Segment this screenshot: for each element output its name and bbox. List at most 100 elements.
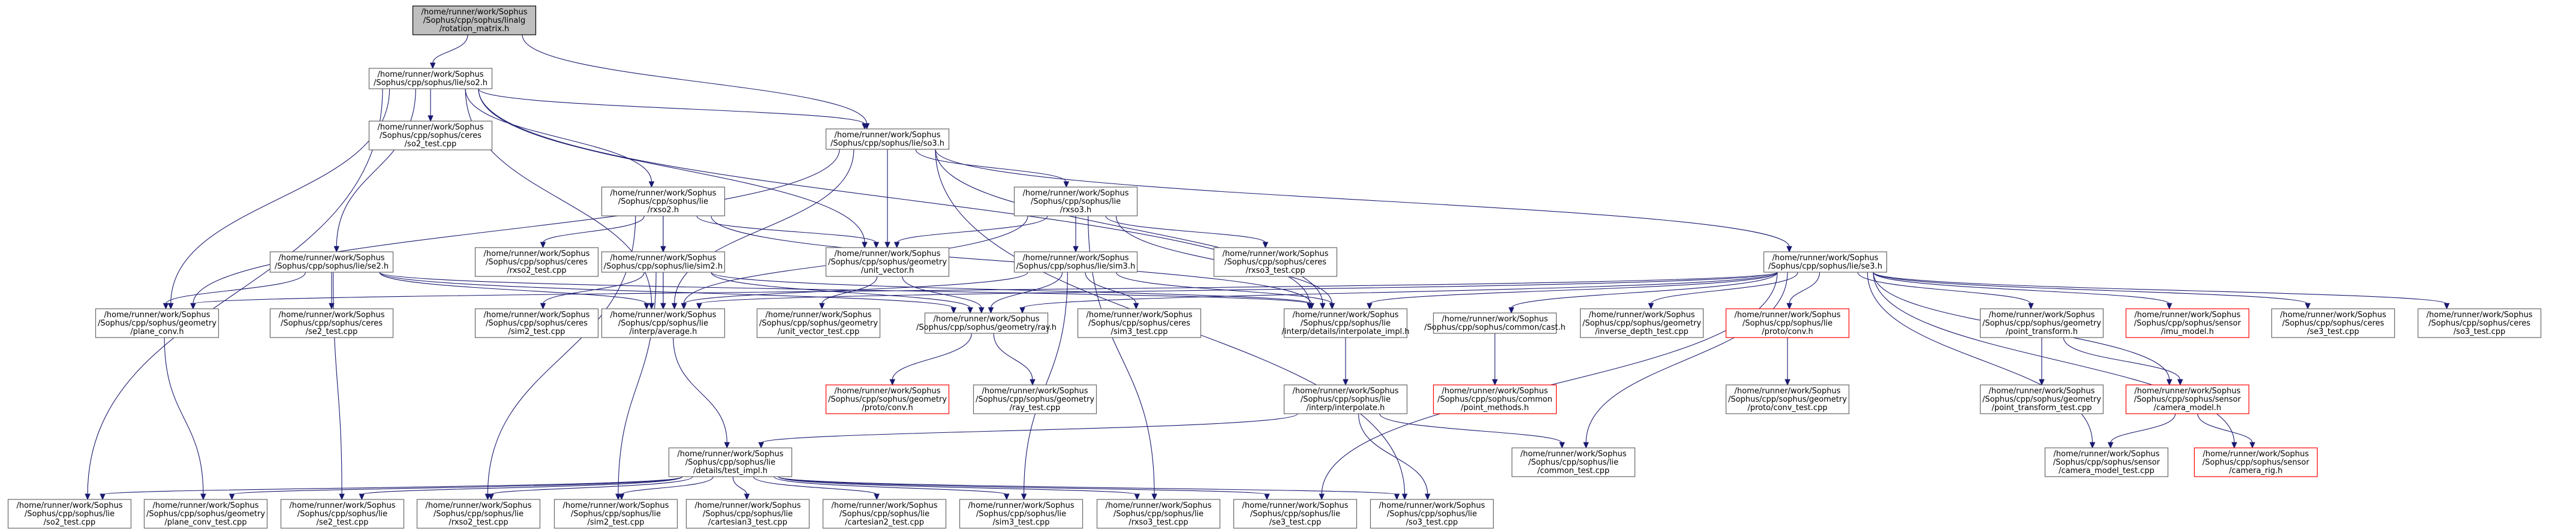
node-ceres-rxso3-test[interactable]: /home/runner/work/Sophus/Sophus/cpp/soph… xyxy=(1213,247,1338,277)
node-geom-point-transform-test[interactable]: /home/runner/work/Sophus/Sophus/cpp/soph… xyxy=(1979,384,2104,414)
node-interp-impl-h[interactable]: /home/runner/work/Sophus/Sophus/cpp/soph… xyxy=(1281,308,1410,338)
node-lie-proto-conv-h[interactable]: /home/runner/work/Sophus/Sophus/cpp/soph… xyxy=(1725,308,1850,338)
node-label-line: /home/runner/work/Sophus xyxy=(2135,387,2241,396)
node-lie-rxso3-test[interactable]: /home/runner/work/Sophus/Sophus/cpp/soph… xyxy=(1096,499,1221,529)
edge-se3-h-to-ceres-so3-test xyxy=(1873,272,2447,305)
node-lie-cartesian2-test[interactable]: /home/runner/work/Sophus/Sophus/cpp/soph… xyxy=(822,499,947,529)
node-box xyxy=(1013,251,1138,273)
edge-se3-h-to-lie-proto-conv-h xyxy=(1789,272,1820,305)
edge-arrowhead xyxy=(744,493,750,501)
node-ceres-se3-test[interactable]: /home/runner/work/Sophus/Sophus/cpp/soph… xyxy=(2271,308,2396,338)
node-lie-so2-test[interactable]: /home/runner/work/Sophus/Sophus/cpp/soph… xyxy=(7,499,132,529)
edge-se2-h-to-ray-h xyxy=(379,272,954,309)
node-label-line: /point_methods.h xyxy=(1461,403,1528,412)
edge-arrowhead xyxy=(1262,242,1269,249)
node-lie-common-test[interactable]: /home/runner/work/Sophus/Sophus/cpp/soph… xyxy=(1511,447,1636,477)
node-label-line: /home/runner/work/Sophus xyxy=(1735,311,1841,320)
node-lie-se3-test[interactable]: /home/runner/work/Sophus/Sophus/cpp/soph… xyxy=(1233,499,1358,529)
node-box xyxy=(822,499,947,529)
node-sensor-camera-rig-h[interactable]: /home/runner/work/Sophus/Sophus/cpp/soph… xyxy=(2193,447,2318,477)
node-rxso3-h[interactable]: /home/runner/work/Sophus/Sophus/cpp/soph… xyxy=(1013,186,1138,216)
node-sim3-h[interactable]: /home/runner/work/Sophus/Sophus/cpp/soph… xyxy=(1013,251,1138,273)
edge-arrowhead xyxy=(100,493,106,501)
node-label-line: /Sophus/cpp/sophus/ceres xyxy=(2428,319,2530,328)
node-label-line: /home/runner/work/Sophus xyxy=(484,249,590,258)
edge-arrowhead xyxy=(874,493,880,501)
node-plane-conv-h[interactable]: /home/runner/work/Sophus/Sophus/cpp/soph… xyxy=(95,308,219,338)
node-label-line: /rxso3_test.cpp xyxy=(1245,266,1305,275)
node-geom-inverse-depth-test[interactable]: /home/runner/work/Sophus/Sophus/cpp/soph… xyxy=(1579,308,1704,338)
edge-arrowhead xyxy=(648,181,655,188)
node-ceres-sim3-test[interactable]: /home/runner/work/Sophus/Sophus/cpp/soph… xyxy=(1077,308,1202,338)
edge-test-impl-h-to-lie-so3-test xyxy=(778,476,1398,495)
node-label-line: /details/test_impl.h xyxy=(693,466,768,475)
node-rxso2-h[interactable]: /home/runner/work/Sophus/Sophus/cpp/soph… xyxy=(601,186,726,216)
node-label-line: /Sophus/cpp/sophus/ceres xyxy=(1088,319,1190,328)
node-lie-rxso2-test[interactable]: /home/runner/work/Sophus/Sophus/cpp/soph… xyxy=(416,499,541,529)
node-box xyxy=(280,499,405,529)
node-so3-h[interactable]: /home/runner/work/Sophus/Sophus/cpp/soph… xyxy=(825,128,950,150)
node-box xyxy=(269,308,394,338)
edge-sim3-h-to-ceres-sim3-test xyxy=(1085,272,1137,305)
node-common-cast-h[interactable]: /home/runner/work/Sophus/Sophus/cpp/soph… xyxy=(1424,312,1566,334)
node-se3-h[interactable]: /home/runner/work/Sophus/Sophus/cpp/soph… xyxy=(1763,251,1888,273)
edge-arrowhead xyxy=(1343,379,1349,386)
node-sim2-h[interactable]: /home/runner/work/Sophus/Sophus/cpp/soph… xyxy=(601,251,726,273)
edge-test-impl-h-to-lie-rxso2-test xyxy=(490,476,693,495)
node-label-line: /home/runner/work/Sophus xyxy=(290,501,396,510)
edge-test-impl-h-to-lie-sim3-test xyxy=(774,476,1007,495)
node-geom-unit-vector-test[interactable]: /home/runner/work/Sophus/Sophus/cpp/soph… xyxy=(756,308,881,338)
edge-rotation-matrix-to-so2-h xyxy=(432,34,468,64)
node-label-line: /Sophus/cpp/sophus/lie xyxy=(1743,319,1832,328)
node-ceres-rxso2-test[interactable]: /home/runner/work/Sophus/Sophus/cpp/soph… xyxy=(474,247,599,277)
node-label-line: /home/runner/work/Sophus xyxy=(1242,501,1349,510)
node-label-line: /home/runner/work/Sophus xyxy=(563,501,669,510)
node-label-line: /so2_test.cpp xyxy=(405,140,457,149)
edge-arrowhead xyxy=(978,307,985,314)
node-box xyxy=(412,5,537,35)
node-box xyxy=(474,308,599,338)
node-so2-h[interactable]: /home/runner/work/Sophus/Sophus/cpp/soph… xyxy=(368,68,493,89)
node-geom-ray-test[interactable]: /home/runner/work/Sophus/Sophus/cpp/soph… xyxy=(973,384,1097,414)
node-se2-h[interactable]: /home/runner/work/Sophus/Sophus/cpp/soph… xyxy=(269,251,394,273)
node-ceres-so3-test[interactable]: /home/runner/work/Sophus/Sophus/cpp/soph… xyxy=(2417,308,2542,338)
node-ray-h[interactable]: /home/runner/work/Sophus/Sophus/cpp/soph… xyxy=(916,312,1057,334)
node-sensor-imu-model-h[interactable]: /home/runner/work/Sophus/Sophus/cpp/soph… xyxy=(2125,308,2250,338)
node-box xyxy=(825,128,950,150)
node-geom-plane-conv-test[interactable]: /home/runner/work/Sophus/Sophus/cpp/soph… xyxy=(143,499,268,529)
node-sensor-camera-model-test[interactable]: /home/runner/work/Sophus/Sophus/cpp/soph… xyxy=(2044,447,2169,477)
node-ceres-sim2-test[interactable]: /home/runner/work/Sophus/Sophus/cpp/soph… xyxy=(474,308,599,338)
edge-ray-h-to-geom-proto-conv-h xyxy=(892,333,972,381)
node-ceres-se2-test[interactable]: /home/runner/work/Sophus/Sophus/cpp/soph… xyxy=(269,308,394,338)
edge-se3-h-to-lie-common-test xyxy=(1585,272,1788,444)
edge-arrowhead xyxy=(1492,379,1498,386)
node-lie-so3-test[interactable]: /home/runner/work/Sophus/Sophus/cpp/soph… xyxy=(1370,499,1494,529)
node-geom-proto-conv-h[interactable]: /home/runner/work/Sophus/Sophus/cpp/soph… xyxy=(825,384,950,414)
edge-se2-h-to-interp-impl-h xyxy=(379,272,1310,305)
node-label-line: /sim3_test.cpp xyxy=(993,518,1050,527)
node-interp-interpolate-h[interactable]: /home/runner/work/Sophus/Sophus/cpp/soph… xyxy=(1283,384,1408,414)
node-unit-vector-h[interactable]: /home/runner/work/Sophus/Sophus/cpp/soph… xyxy=(825,247,950,277)
node-sensor-camera-model-h[interactable]: /home/runner/work/Sophus/Sophus/cpp/soph… xyxy=(2125,384,2250,414)
node-box xyxy=(1763,251,1888,273)
node-interp-average-h[interactable]: /home/runner/work/Sophus/Sophus/cpp/soph… xyxy=(601,308,726,338)
edge-se2-h-to-interp-average-h xyxy=(379,272,647,305)
node-lie-se2-test[interactable]: /home/runner/work/Sophus/Sophus/cpp/soph… xyxy=(280,499,405,529)
node-common-point-methods-h[interactable]: /home/runner/work/Sophus/Sophus/cpp/soph… xyxy=(1433,384,1557,414)
edge-sensor-camera-model-h-to-sensor-camera-model-test xyxy=(2110,413,2176,444)
edge-arrowhead xyxy=(615,493,621,501)
node-label-line: /home/runner/work/Sophus xyxy=(484,311,590,320)
node-label-line: /home/runner/work/Sophus xyxy=(279,254,385,263)
node-lie-proto-conv-test[interactable]: /home/runner/work/Sophus/Sophus/cpp/soph… xyxy=(1725,384,1850,414)
edge-se2-h-to-plane-conv-h xyxy=(165,272,306,305)
node-ceres-so2-test[interactable]: /home/runner/work/Sophus/Sophus/cpp/soph… xyxy=(368,121,493,150)
node-point-transform-h[interactable]: /home/runner/work/Sophus/Sophus/cpp/soph… xyxy=(1979,308,2104,338)
edge-arrowhead xyxy=(1401,493,1408,501)
edge-arrowhead xyxy=(681,303,687,310)
node-test-impl-h[interactable]: /home/runner/work/Sophus/Sophus/cpp/soph… xyxy=(668,447,793,477)
node-lie-cartesian3-test[interactable]: /home/runner/work/Sophus/Sophus/cpp/soph… xyxy=(685,499,810,529)
node-lie-sim3-test[interactable]: /home/runner/work/Sophus/Sophus/cpp/soph… xyxy=(959,499,1084,529)
edge-test-impl-h-to-lie-se3-test xyxy=(778,476,1268,495)
node-label-line: /camera_model_test.cpp xyxy=(2059,466,2154,475)
node-lie-sim2-test[interactable]: /home/runner/work/Sophus/Sophus/cpp/soph… xyxy=(553,499,678,529)
